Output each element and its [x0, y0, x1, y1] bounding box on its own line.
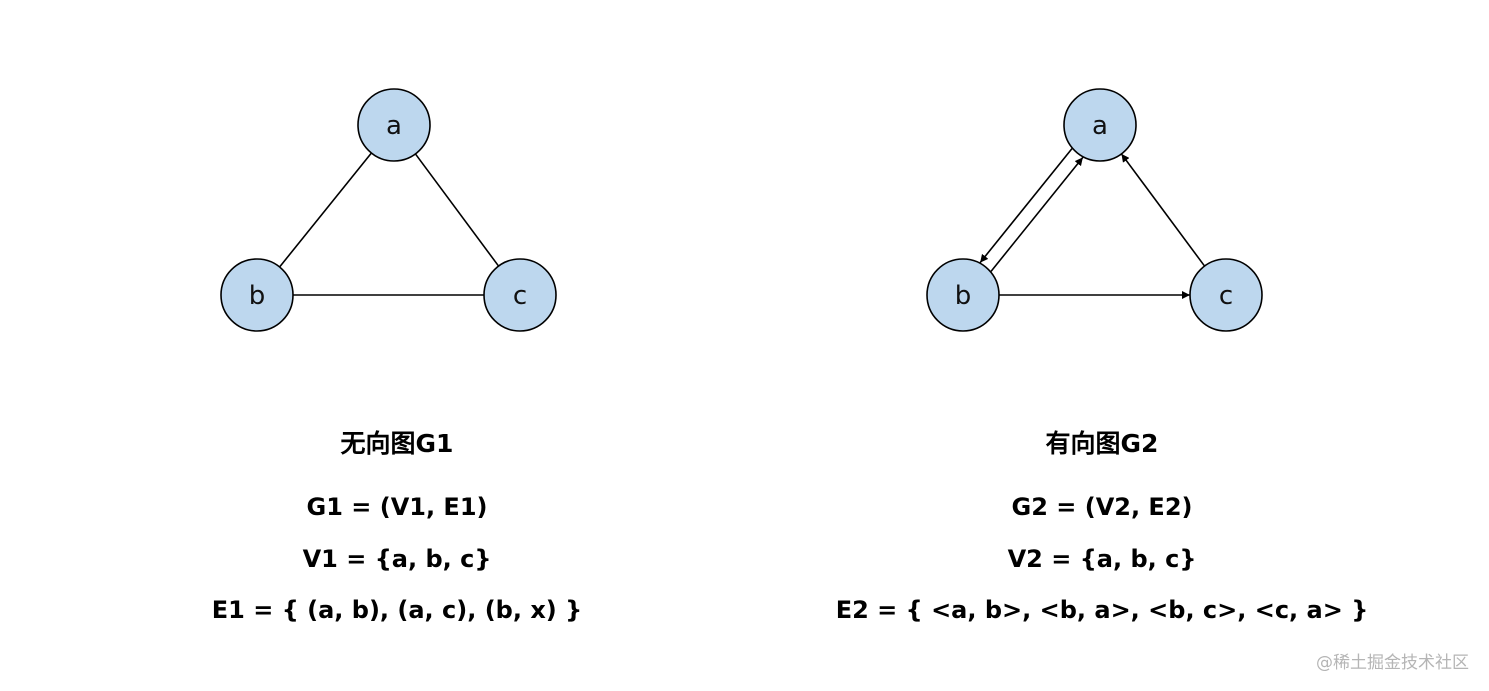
- g1-node-c: c: [483, 258, 557, 332]
- g2-node-label-a: a: [1092, 111, 1108, 141]
- g1-vertex-set: V1 = {a, b, c}: [302, 545, 492, 573]
- g1-node-a: a: [357, 88, 431, 162]
- g2-node-circle-b: [926, 258, 1000, 332]
- g1-node-circle-c: [483, 258, 557, 332]
- g2-edge-set: E2 = { <a, b>, <b, a>, <b, c>, <c, a> }: [835, 596, 1369, 624]
- nodes-layer: a b c a b c: [220, 88, 1263, 332]
- g1-node-circle-a: [357, 88, 431, 162]
- g2-node-c: c: [1189, 258, 1263, 332]
- g2-edge-b-a: [990, 156, 1084, 272]
- edges-layer: [278, 148, 1206, 299]
- g2-node-label-c: c: [1219, 281, 1233, 311]
- g1-node-circle-b: [220, 258, 294, 332]
- g2-node-b: b: [926, 258, 1000, 332]
- g2-graph-definition: G2 = (V2, E2): [1011, 493, 1193, 521]
- g1-node-label-b: b: [249, 281, 266, 311]
- directed-graph-title: 有向图G2: [1045, 429, 1159, 458]
- g1-edge-set: E1 = { (a, b), (a, c), (b, x) }: [211, 596, 583, 624]
- g1-node-label-a: a: [386, 111, 402, 141]
- undirected-graph-title: 无向图G1: [340, 429, 454, 458]
- g2-node-circle-a: [1063, 88, 1137, 162]
- g1-edge-a-c: [414, 153, 500, 267]
- g1-graph-definition: G1 = (V1, E1): [306, 493, 488, 521]
- watermark: @稀土掘金技术社区: [1316, 653, 1469, 673]
- g2-node-a: a: [1063, 88, 1137, 162]
- g1-edge-a-b: [278, 152, 373, 268]
- g1-edges: [278, 152, 500, 296]
- g2-edge-c-a: [1120, 153, 1206, 267]
- g2-node-label-b: b: [955, 281, 972, 311]
- g2-node-circle-c: [1189, 258, 1263, 332]
- g2-vertex-set: V2 = {a, b, c}: [1007, 545, 1197, 573]
- g1-node-label-c: c: [513, 281, 527, 311]
- g1-node-b: b: [220, 258, 294, 332]
- g2-edge-a-b: [979, 148, 1073, 264]
- g2-edges: [979, 148, 1206, 299]
